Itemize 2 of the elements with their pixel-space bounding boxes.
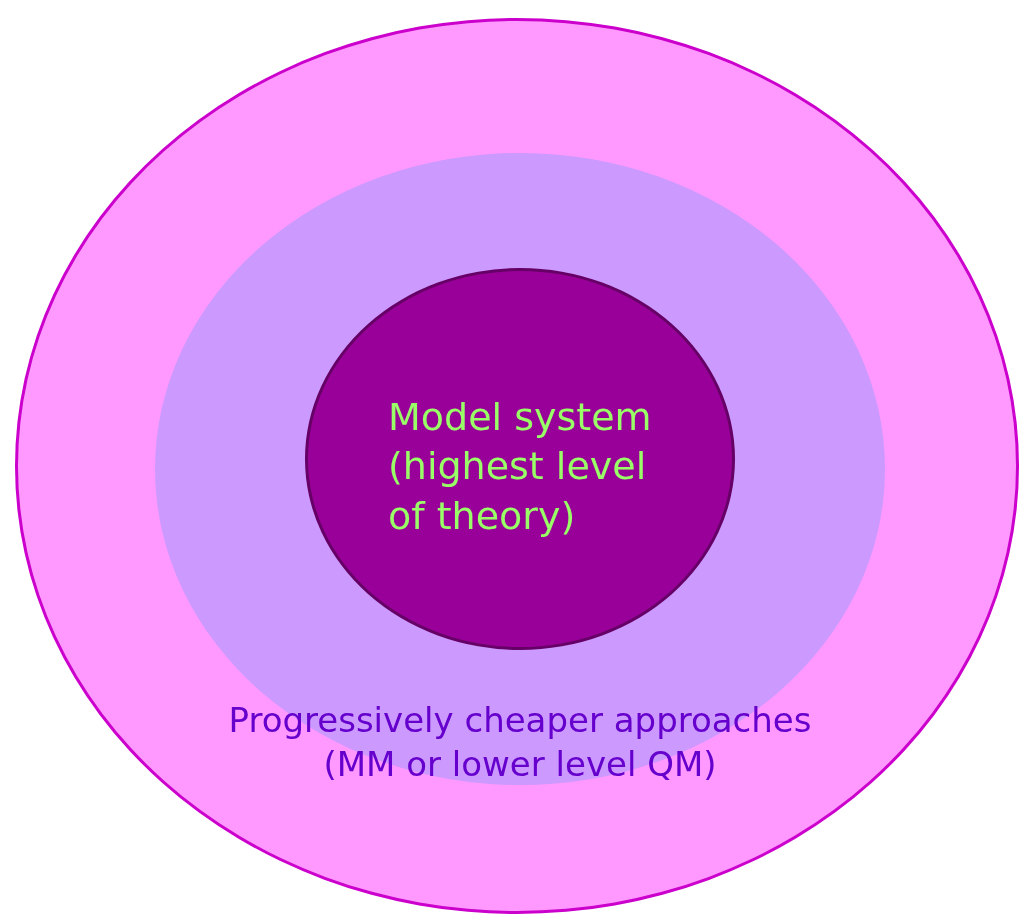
region-label: Model system (highest level of theory): [388, 394, 653, 540]
region-label: Progressively cheaper approaches (MM or lower level QM): [227, 699, 813, 787]
